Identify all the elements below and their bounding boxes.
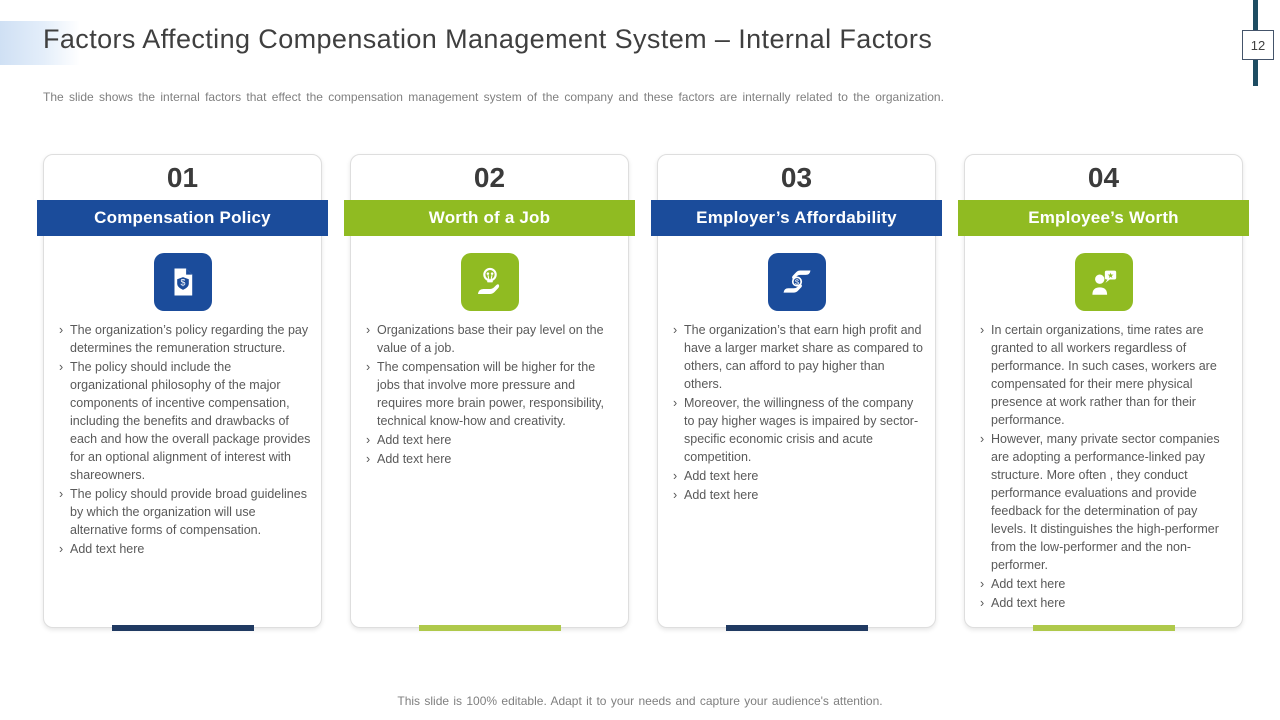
footer-note: This slide is 100% editable. Adapt it to… bbox=[397, 694, 883, 708]
card-title: Employer’s Affordability bbox=[696, 208, 897, 227]
card-title: Employee’s Worth bbox=[1028, 208, 1179, 227]
bullet-item: The organization’s policy regarding the … bbox=[59, 321, 311, 357]
card-title: Worth of a Job bbox=[428, 208, 551, 227]
card-header: Employee’s Worth bbox=[958, 200, 1249, 236]
hand-lightbulb-icon bbox=[473, 265, 507, 299]
person-star-speech-icon: ★ bbox=[1087, 265, 1121, 299]
card-accent-underline bbox=[725, 625, 868, 631]
card-number: 03 bbox=[780, 161, 813, 193]
card-accent-underline bbox=[418, 625, 561, 631]
bullet-item: Add text here bbox=[673, 467, 925, 485]
bullet-item: Add text here bbox=[980, 575, 1232, 593]
bullet-item: Add text here bbox=[366, 431, 618, 449]
document-dollar-shield-icon: $ bbox=[166, 265, 200, 299]
card-header: Employer’s Affordability bbox=[651, 200, 942, 236]
svg-text:★: ★ bbox=[1107, 271, 1114, 280]
svg-text:$: $ bbox=[794, 278, 799, 287]
card-icon-box: $ bbox=[767, 253, 826, 311]
card-title: Compensation Policy bbox=[94, 208, 271, 227]
factor-card: 02 Worth of a Job Organizations base the… bbox=[344, 154, 635, 631]
bullet-item: In certain organizations, time rates are… bbox=[980, 321, 1232, 429]
bullet-item: Organizations base their pay level on th… bbox=[366, 321, 618, 357]
card-icon-box: ★ bbox=[1074, 253, 1133, 311]
card-accent-underline bbox=[1032, 625, 1175, 631]
bullet-item: Add text here bbox=[59, 540, 311, 558]
bullet-item: The organization’s that earn high profit… bbox=[673, 321, 925, 393]
card-bullets: Organizations base their pay level on th… bbox=[351, 321, 628, 468]
card-number: 01 bbox=[166, 161, 199, 193]
slide-subtitle: The slide shows the internal factors tha… bbox=[43, 90, 944, 104]
card-icon-box bbox=[460, 253, 519, 311]
factor-card: 03 Employer’s Affordability $ The organi… bbox=[651, 154, 942, 631]
bullet-item: Add text here bbox=[673, 486, 925, 504]
card-bullets: The organization’s policy regarding the … bbox=[44, 321, 321, 558]
card-icon-box: $ bbox=[153, 253, 212, 311]
bullet-item: Moreover, the willingness of the company… bbox=[673, 394, 925, 466]
bullet-item: The compensation will be higher for the … bbox=[366, 358, 618, 430]
slide-number: 12 bbox=[1250, 37, 1266, 53]
bullet-item: The policy should include the organizati… bbox=[59, 358, 311, 484]
factor-card: 01 Compensation Policy $ The organizatio… bbox=[37, 154, 328, 631]
card-bullets: The organization’s that earn high profit… bbox=[658, 321, 935, 504]
page-title: Factors Affecting Compensation Managemen… bbox=[43, 24, 933, 54]
card-number: 02 bbox=[473, 161, 506, 193]
svg-text:$: $ bbox=[180, 278, 185, 288]
slide-number-badge: 12 bbox=[1242, 30, 1274, 60]
bullet-item: The policy should provide broad guidelin… bbox=[59, 485, 311, 539]
hands-exchange-dollar-icon: $ bbox=[780, 265, 814, 299]
card-header: Worth of a Job bbox=[344, 200, 635, 236]
card-bullets: In certain organizations, time rates are… bbox=[965, 321, 1242, 612]
bullet-item: Add text here bbox=[980, 594, 1232, 612]
bullet-item: Add text here bbox=[366, 450, 618, 468]
card-number: 04 bbox=[1087, 161, 1120, 193]
cards-row: 01 Compensation Policy $ The organizatio… bbox=[37, 154, 1249, 631]
factor-card: 04 Employee’s Worth ★ In certain organiz… bbox=[958, 154, 1249, 631]
card-accent-underline bbox=[111, 625, 254, 631]
bullet-item: However, many private sector companies a… bbox=[980, 430, 1232, 574]
title-accent-bar bbox=[0, 21, 80, 65]
card-header: Compensation Policy bbox=[37, 200, 328, 236]
